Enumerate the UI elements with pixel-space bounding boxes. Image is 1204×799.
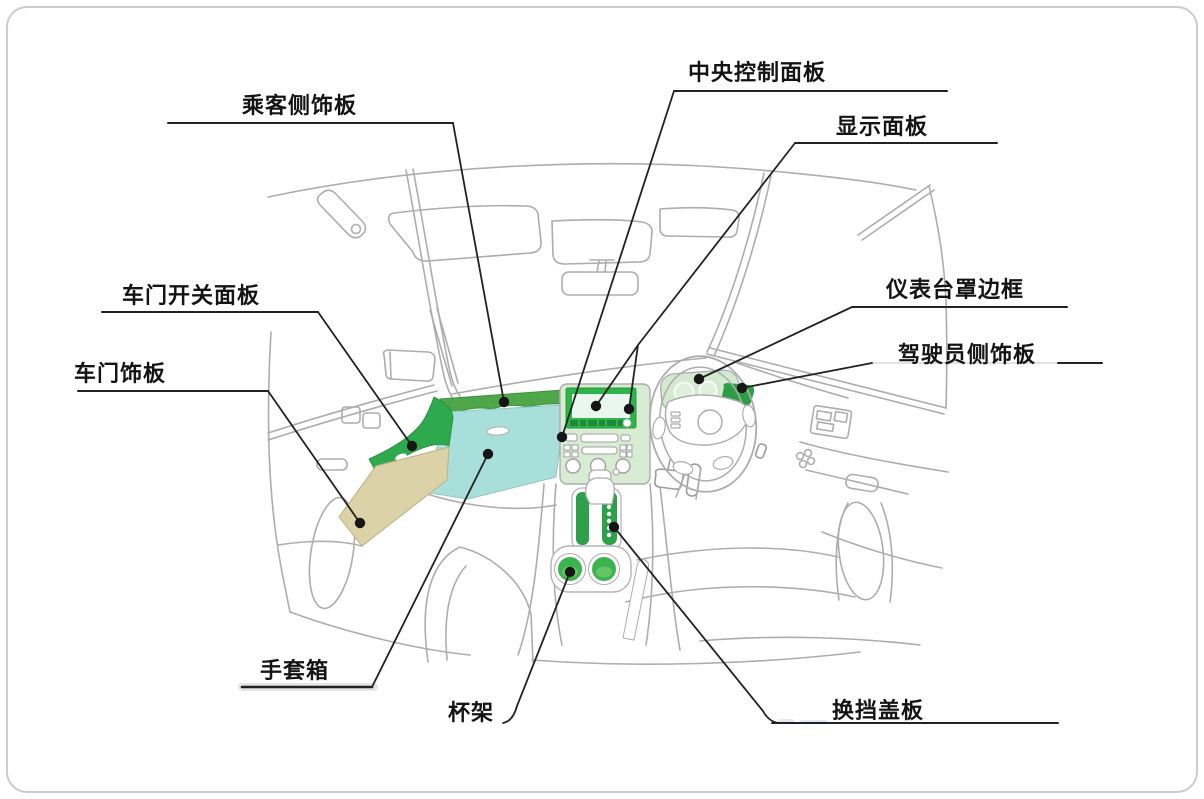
label-passenger-side-trim: 乘客侧饰板 bbox=[242, 93, 358, 118]
leader-dots bbox=[354, 373, 748, 578]
display-knob bbox=[622, 418, 632, 428]
label-display-panel: 显示面板 bbox=[836, 114, 929, 139]
wheel-hub bbox=[697, 409, 723, 435]
leader-instrument-cluster-bezel bbox=[698, 306, 853, 380]
label-shift-cover-panel: 换挡盖板 bbox=[832, 698, 925, 723]
label-cup-holder: 杯架 bbox=[448, 700, 495, 725]
radio-slots bbox=[563, 433, 633, 458]
dash-right-edge bbox=[736, 362, 849, 399]
spoke-cutouts bbox=[652, 404, 756, 475]
label-center-control-panel: 中央控制面板 bbox=[688, 60, 827, 85]
steering-assembly bbox=[648, 355, 758, 493]
grab-handle bbox=[316, 189, 367, 239]
leader-door-trim-panel bbox=[267, 390, 361, 524]
right-headrest bbox=[837, 501, 885, 601]
left-door bbox=[267, 307, 471, 656]
leader-center-control-panel bbox=[561, 90, 675, 438]
front-left-seat bbox=[424, 546, 534, 663]
leader-driver-side-trim bbox=[741, 362, 873, 389]
roof-line bbox=[267, 162, 935, 241]
shift-lever bbox=[585, 468, 620, 505]
cup-inner-right bbox=[596, 566, 612, 578]
left-headrest bbox=[308, 496, 356, 610]
display-button-row bbox=[570, 420, 623, 426]
left-mirror bbox=[382, 349, 436, 382]
car-line-art bbox=[267, 162, 949, 665]
label-instrument-cluster-bezel: 仪表台罩边框 bbox=[886, 277, 1025, 302]
label-door-trim-panel: 车门饰板 bbox=[74, 361, 167, 386]
climate-knobs bbox=[565, 457, 631, 475]
label-door-switch-panel: 车门开关面板 bbox=[122, 283, 261, 308]
leader-glove-box bbox=[371, 453, 489, 688]
leader-door-switch-panel bbox=[317, 311, 413, 447]
rear-bench-lines bbox=[531, 547, 921, 665]
a-pillar-right bbox=[706, 172, 772, 357]
a-pillar-left bbox=[405, 168, 461, 401]
label-driver-side-trim: 驾驶员侧饰板 bbox=[898, 342, 1037, 367]
leader-passenger-side-trim bbox=[452, 122, 505, 403]
rearview-mirror bbox=[561, 259, 639, 296]
label-glove-box: 手套箱 bbox=[260, 658, 330, 683]
door-lock-knobs bbox=[795, 448, 816, 469]
right-door bbox=[706, 185, 949, 569]
leader-cup-holder bbox=[502, 571, 571, 724]
sun-visor-left bbox=[387, 204, 542, 262]
shift-console bbox=[550, 468, 650, 641]
leader-display-panel bbox=[595, 142, 796, 410]
leader-lines bbox=[77, 90, 1103, 724]
sun-visor-right bbox=[551, 206, 740, 265]
windshield-base-line bbox=[451, 357, 707, 395]
part-door-trim-panel bbox=[338, 446, 450, 547]
part-shift-cover-left bbox=[576, 492, 589, 545]
front-right-seat bbox=[835, 502, 894, 603]
glove-box-handle bbox=[486, 426, 510, 436]
leader-shift-cover-panel bbox=[613, 526, 780, 724]
